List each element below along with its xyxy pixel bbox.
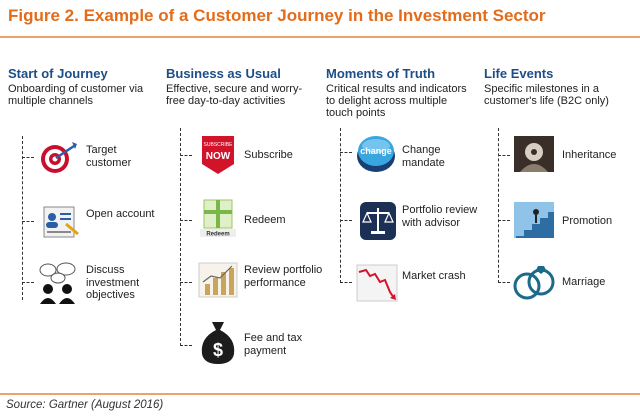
column-description: Effective, secure and worry-free day-to-… — [166, 83, 303, 107]
item-label-promotion: Promotion — [562, 215, 613, 227]
connector-tick — [498, 282, 510, 283]
item-label-subscribe: Subscribe — [244, 149, 293, 161]
scales-icon — [358, 200, 398, 242]
svg-text:$: $ — [213, 340, 223, 360]
connector-tick — [340, 282, 352, 283]
item-label-discuss-objectives: Discuss investment objectives — [86, 264, 140, 301]
source-note: Source: Gartner (August 2016) — [6, 399, 164, 411]
icon-text-subscribe: SUBSCRIBE — [204, 142, 234, 148]
item-label-fee-tax: Fee and tax payment — [244, 332, 303, 357]
top-divider — [0, 36, 640, 38]
column-business-as-usual: Business as Usual Effective, secure and … — [166, 66, 316, 107]
column-description: Onboarding of customer via multiple chan… — [8, 83, 144, 107]
column-heading: Business as Usual — [166, 66, 281, 81]
connector-tick — [498, 220, 510, 221]
bar-chart-icon — [198, 262, 238, 298]
item-label-inheritance: Inheritance — [562, 149, 617, 161]
item-label-portfolio-review: Portfolio review with advisor — [402, 204, 478, 229]
connector-line — [180, 128, 181, 346]
account-form-icon — [40, 204, 80, 240]
item-label-open-account: Open account — [86, 208, 155, 220]
connector-tick — [498, 155, 510, 156]
icon-text-redeem: Redeem — [206, 232, 229, 238]
item-label-market-crash: Market crash — [402, 270, 466, 282]
column-heading: Life Events — [484, 66, 554, 81]
subscribe-now-icon: SUBSCRIBE NOW — [198, 134, 238, 176]
market-crash-icon — [356, 264, 398, 302]
figure-title: Figure 2. Example of a Customer Journey … — [8, 6, 546, 25]
icon-text-change: change — [360, 146, 392, 156]
column-heading: Moments of Truth — [326, 66, 436, 81]
promotion-icon — [514, 202, 554, 238]
connector-line — [340, 128, 341, 283]
connector-tick — [180, 282, 192, 283]
discussion-icon — [38, 262, 78, 304]
item-label-marriage: Marriage — [562, 276, 606, 288]
item-label-target-customer: Target customer — [86, 144, 132, 169]
connector-tick — [340, 152, 352, 153]
column-moments-of-truth: Moments of Truth Critical results and in… — [326, 66, 476, 119]
bottom-divider — [0, 393, 640, 395]
connector-tick — [22, 282, 34, 283]
change-button-icon: change — [356, 130, 396, 174]
inheritance-icon — [514, 136, 554, 172]
connector-line — [22, 136, 23, 300]
connector-line — [498, 128, 499, 283]
connector-tick — [180, 345, 192, 346]
money-bag-icon: $ — [198, 320, 238, 366]
wedding-rings-icon — [512, 262, 556, 302]
connector-tick — [22, 157, 34, 158]
connector-tick — [22, 221, 34, 222]
connector-tick — [180, 155, 192, 156]
item-label-change-mandate: Change mandate — [402, 144, 445, 169]
target-icon — [38, 140, 78, 176]
column-start-of-journey: Start of Journey Onboarding of customer … — [8, 66, 158, 107]
item-label-review-portfolio: Review portfolio performance — [244, 264, 323, 289]
item-label-redeem: Redeem — [244, 214, 286, 226]
column-heading: Start of Journey — [8, 66, 108, 81]
redeem-gift-icon: Redeem — [198, 198, 238, 238]
connector-tick — [180, 220, 192, 221]
connector-tick — [340, 220, 352, 221]
column-description: Critical results and indicators to delig… — [326, 83, 467, 119]
icon-text-now: NOW — [206, 151, 231, 162]
column-description: Specific milestones in a customer's life… — [484, 83, 609, 107]
column-life-events: Life Events Specific milestones in a cus… — [484, 66, 634, 107]
